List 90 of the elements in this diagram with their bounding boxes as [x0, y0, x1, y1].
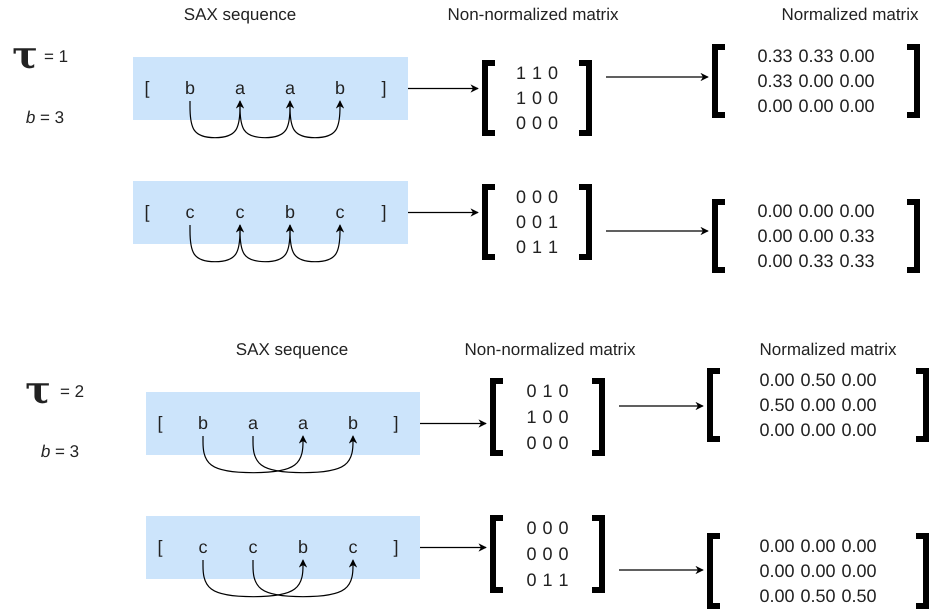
matrix-row: 1 0 0	[516, 86, 558, 109]
matrix-row: 0.00 0.00 0.00	[759, 418, 877, 441]
matrix-row: 0.00 0.33 0.33	[757, 250, 875, 272]
sequence-symbol: c	[348, 537, 358, 557]
matrix-row: 0 1 1	[516, 236, 558, 258]
curved-arrow	[252, 435, 358, 474]
label-text: SAX sequence	[184, 5, 296, 25]
sequence-symbol: b	[298, 537, 308, 557]
sequence-symbol: a	[248, 413, 258, 433]
label-text: Normalized matrix	[782, 5, 918, 25]
matrix-row: 0.00 0.50 0.00	[759, 369, 877, 392]
label-text: b = 3	[26, 108, 64, 128]
tau-symbol: τ	[12, 35, 38, 75]
matrix-row: 0 1 0	[526, 380, 569, 402]
sequence-symbol: a	[285, 78, 295, 98]
arrow	[606, 226, 709, 236]
matrix-row: 1 1 0	[516, 62, 558, 84]
bracket-symbol: [	[144, 78, 150, 98]
matrix-row: 0 0 0	[526, 543, 569, 565]
sequence-box	[146, 392, 420, 455]
sequence-symbol: b	[185, 78, 195, 98]
tau-symbol: τ	[25, 370, 51, 410]
matrix-row: 0 1 1	[526, 569, 569, 591]
curved-arrow	[202, 435, 308, 474]
bracketed-matrix	[490, 378, 605, 456]
label-text: Normalized matrix	[760, 340, 896, 360]
arrow	[606, 72, 709, 82]
bracketed-matrix	[482, 60, 592, 136]
bracketed-matrix	[482, 184, 592, 260]
curved-arrow	[252, 559, 358, 598]
sequence-symbol: c	[198, 537, 208, 557]
bracket-symbol: ]	[382, 202, 386, 222]
arrow	[420, 419, 487, 428]
sequence-box	[146, 516, 420, 579]
sequence-symbol: a	[298, 413, 308, 433]
matrix-row: 1 0 0	[526, 406, 569, 428]
label-text: b = 3	[40, 442, 80, 462]
sequence-symbol: b	[335, 78, 345, 98]
curved-arrow	[239, 224, 294, 262]
arrow	[420, 543, 487, 552]
sequence-symbol: b	[198, 413, 208, 433]
curved-arrow	[189, 224, 244, 262]
matrix-row: 0.33 0.00 0.00	[757, 70, 875, 92]
bracket-symbol: ]	[394, 537, 398, 557]
matrix-row: 0.50 0.00 0.00	[759, 394, 877, 416]
label-text: SAX sequence	[236, 340, 348, 360]
curved-arrow	[289, 224, 344, 262]
bracketed-matrix	[490, 515, 605, 593]
sequence-symbol: c	[248, 537, 258, 557]
matrix-row: 0 0 0	[516, 186, 558, 208]
matrix-row: 0.00 0.50 0.50	[759, 585, 877, 608]
sequence-symbol: a	[235, 78, 245, 98]
matrix-row: 0.00 0.00 0.00	[759, 560, 877, 582]
matrix-row: 0.00 0.00 0.00	[757, 200, 875, 222]
label-text: = 2	[60, 382, 84, 402]
bracket-symbol: ]	[382, 78, 386, 98]
matrix-row: 0 0 1	[516, 210, 558, 233]
matrix-row: 0.33 0.33 0.00	[757, 45, 875, 68]
sequence-symbol: b	[285, 202, 295, 222]
bracketed-matrix	[707, 368, 929, 442]
sequence-box	[133, 57, 408, 120]
matrix-row: 0.00 0.00 0.00	[757, 94, 875, 117]
bracketed-matrix	[712, 44, 920, 118]
sequence-box	[133, 181, 408, 244]
bracket-symbol: [	[144, 202, 150, 222]
matrix-row: 0 0 0	[526, 432, 569, 454]
curved-arrow	[289, 100, 344, 138]
sequence-symbol: c	[186, 202, 194, 222]
label-text: Non-normalized matrix	[448, 5, 618, 25]
curved-arrow	[189, 100, 244, 138]
label-text: = 1	[44, 47, 68, 67]
sequence-symbol: c	[336, 202, 344, 222]
bracketed-matrix	[707, 533, 929, 609]
curved-arrow	[202, 559, 308, 598]
matrix-row: 0.00 0.00 0.33	[757, 224, 875, 247]
bracketed-matrix	[712, 199, 920, 273]
matrix-row: 0.00 0.00 0.00	[759, 534, 877, 557]
arrow	[408, 84, 479, 93]
matrix-row: 0 0 0	[526, 517, 569, 539]
arrow	[619, 566, 704, 574]
sequence-symbol: c	[236, 202, 244, 222]
bracket-symbol: [	[158, 537, 162, 557]
curved-arrow	[239, 100, 294, 138]
matrix-row: 0 0 0	[516, 112, 558, 134]
arrow	[408, 208, 479, 217]
label-text: Non-normalized matrix	[464, 340, 636, 360]
arrow	[619, 402, 704, 410]
bracket-symbol: [	[158, 413, 162, 433]
sequence-symbol: b	[348, 413, 358, 433]
bracket-symbol: ]	[394, 413, 398, 433]
